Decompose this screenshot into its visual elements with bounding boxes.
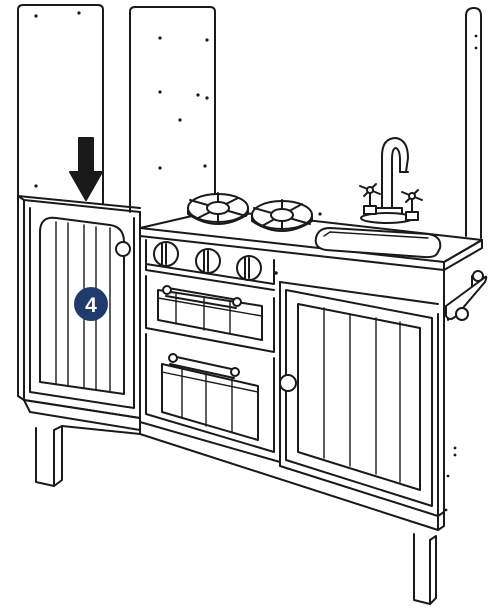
right-side-panel: [465, 7, 482, 239]
down-arrow-icon: [69, 137, 103, 201]
faucet-right-handle: [401, 189, 423, 221]
right-cabinet: [279, 269, 457, 517]
left-legs: [35, 425, 63, 487]
stove-knob-1: [153, 241, 179, 267]
step-number: 4: [85, 294, 97, 317]
towel-bar: [445, 270, 488, 321]
stove-knobs: [153, 241, 262, 281]
middle-back-panel: [129, 6, 216, 213]
bottom-plinth: [61, 421, 445, 531]
lower-oven-door: [145, 333, 275, 453]
sink-basin: [314, 227, 442, 259]
lower-oven-handle: [168, 353, 240, 379]
faucet: [360, 137, 414, 224]
stove-knob-2: [195, 248, 221, 274]
right-legs: [413, 533, 437, 605]
left-cabinet: [17, 195, 141, 431]
faucet-left-handle: [359, 183, 381, 215]
right-burner: [251, 199, 313, 232]
stove-knob-3: [236, 255, 262, 281]
step-badge: 4: [74, 287, 108, 321]
upper-oven-handle: [162, 285, 242, 309]
upper-oven-door: [145, 275, 275, 353]
left-burner: [187, 192, 249, 225]
